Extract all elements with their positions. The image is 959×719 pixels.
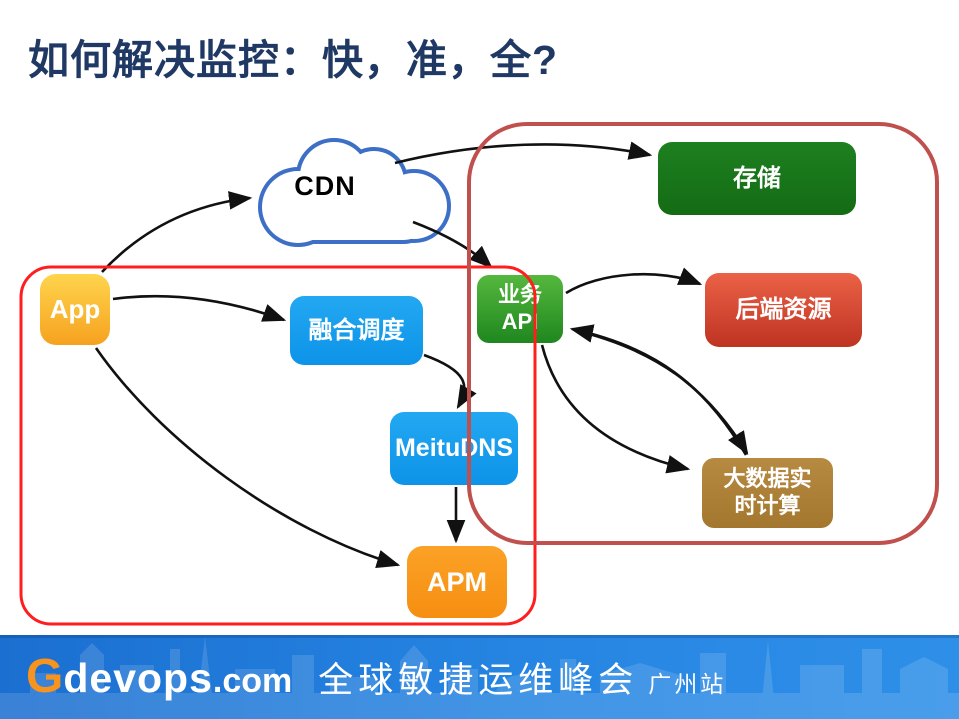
footer-event-city: 广州站 <box>648 672 727 697</box>
node-storage: 存储 <box>658 142 856 215</box>
arrow-business-api-to-backend <box>565 267 703 295</box>
page-title: 如何解决监控：快，准，全? <box>28 37 559 83</box>
node-cdn: CDN <box>294 170 356 201</box>
node-apm: APM <box>407 546 507 618</box>
node-app: App <box>40 274 110 345</box>
arrow-business-api-to-bigdata-return <box>573 328 749 455</box>
node-bigdata-realtime: 大数据实 时计算 <box>702 458 833 528</box>
arrow-app-to-apm <box>94 347 401 568</box>
footer-event-name: 全球敏捷运维峰会 <box>318 661 639 700</box>
arrow-fusion-to-meitudns <box>423 353 477 410</box>
node-fusion-scheduling: 融合调度 <box>290 296 423 365</box>
arrow-cdn-to-business-api <box>412 220 493 269</box>
node-meitudns: MeituDNS <box>390 412 518 485</box>
city-skyline-graphic <box>0 637 959 719</box>
gdevops-logo-g: G <box>26 650 64 703</box>
node-business-api: 业务 API <box>477 275 563 343</box>
arrow-business-api-to-bigdata <box>540 344 691 474</box>
arrow-cdn-to-storage <box>394 141 653 165</box>
node-backend-resources: 后端资源 <box>705 273 862 347</box>
arrow-bigdata-to-business-api <box>569 324 748 456</box>
gdevops-logo-com: .com <box>212 662 293 700</box>
gdevops-logo-text: devops <box>63 655 213 701</box>
arrow-app-to-fusion <box>112 294 287 322</box>
arrow-app-to-cdn <box>101 191 253 273</box>
